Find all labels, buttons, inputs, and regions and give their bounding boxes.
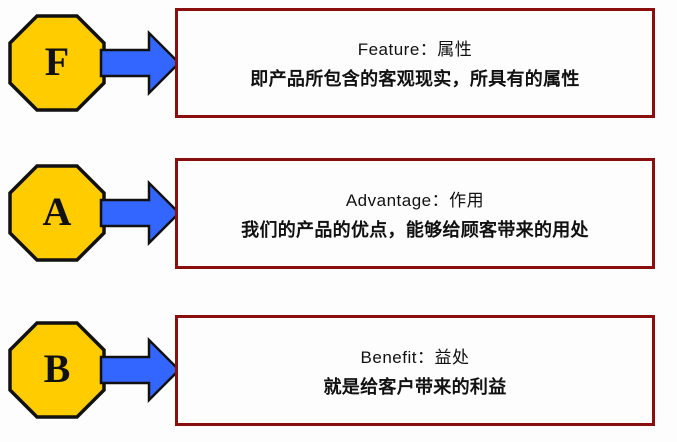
badge-advantage[interactable]: A: [8, 164, 106, 262]
textbox-advantage: Advantage：作用 我们的产品的优点，能够给顾客带来的用处: [175, 158, 655, 269]
badge-letter-benefit: B: [43, 345, 71, 391]
textbox-title-benefit: Benefit：益处: [360, 347, 470, 367]
arrow-right-icon: [99, 30, 181, 96]
octagon-icon: [8, 164, 106, 262]
textbox-description-benefit: 就是给客户带来的利益: [323, 376, 507, 397]
textbox-description-feature: 即产品所包含的客观现实，所具有的属性: [250, 69, 580, 89]
badge-feature[interactable]: F: [8, 14, 106, 112]
fab-row-feature: F Feature：属性 即产品所包含的客观现实，所具有的属性: [0, 8, 677, 118]
textbox-feature: Feature：属性 即产品所包含的客观现实，所具有的属性: [175, 8, 655, 118]
arrow-benefit: [99, 337, 181, 403]
badge-benefit[interactable]: B: [8, 321, 106, 419]
textbox-title-advantage: Advantage：作用: [345, 190, 485, 210]
fab-row-advantage: A Advantage：作用 我们的产品的优点，能够给顾客带来的用处: [0, 158, 677, 269]
arrow-advantage: [99, 180, 181, 246]
badge-letter-feature: F: [44, 38, 70, 84]
arrow-right-icon: [99, 337, 181, 403]
arrow-feature: [99, 30, 181, 96]
textbox-benefit: Benefit：益处 就是给客户带来的利益: [175, 315, 655, 426]
octagon-icon: [8, 14, 106, 112]
textbox-description-advantage: 我们的产品的优点，能够给顾客带来的用处: [241, 219, 589, 240]
arrow-right-icon: [99, 180, 181, 246]
fab-row-benefit: B Benefit：益处 就是给客户带来的利益: [0, 315, 677, 426]
textbox-title-feature: Feature：属性: [357, 40, 473, 59]
badge-letter-advantage: A: [42, 188, 72, 234]
octagon-icon: [8, 321, 106, 419]
